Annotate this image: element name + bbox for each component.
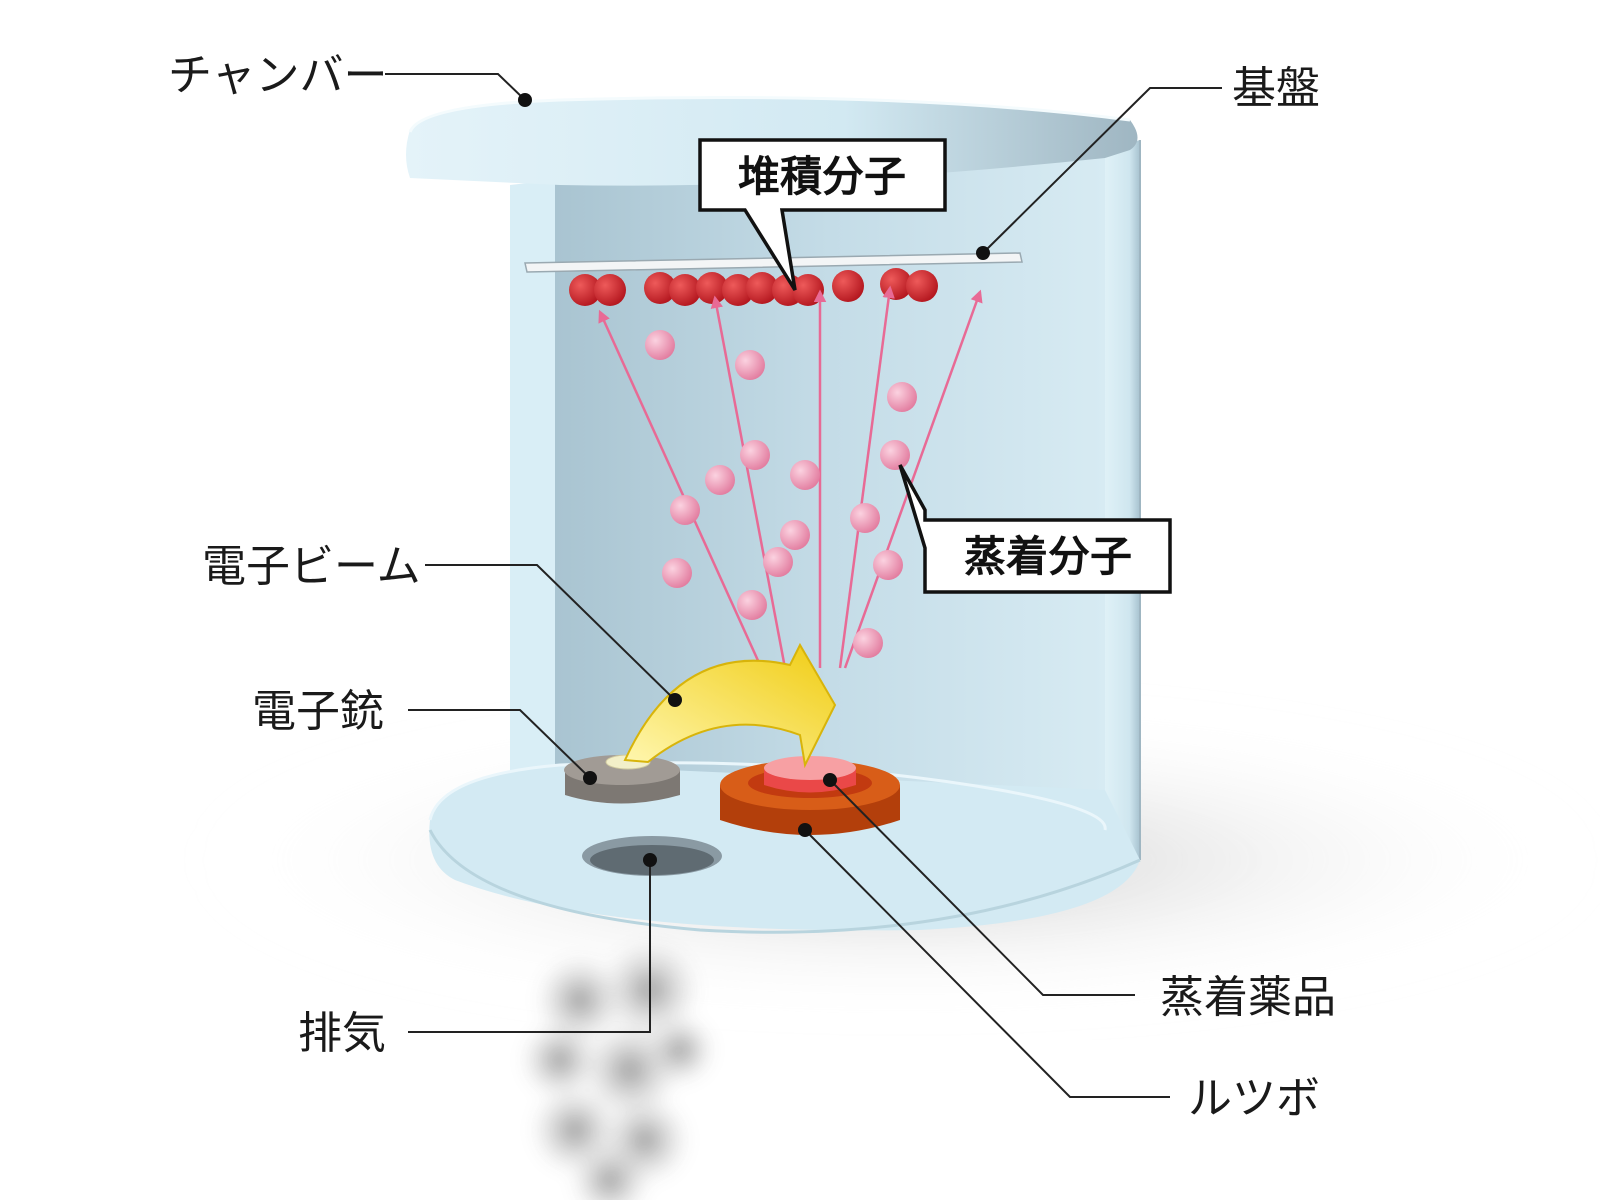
- chamber-label: チャンバー: [168, 50, 388, 101]
- exhaust-label: 排気: [298, 1008, 386, 1059]
- evaporation-material-label: 蒸着薬品: [1160, 972, 1336, 1023]
- crucible-label: ルツボ: [1188, 1073, 1320, 1124]
- leader-lines: [385, 73, 1222, 1098]
- evaporated-molecules: [645, 330, 917, 658]
- substrate-plate: [524, 252, 1023, 273]
- chamber-left-wall: [510, 180, 555, 790]
- chamber-floor: [429, 765, 1140, 931]
- evaporated-molecules-label: 蒸着分子: [964, 532, 1132, 581]
- electron-beam-label: 電子ビーム: [202, 541, 421, 592]
- evaporation-material: [764, 756, 856, 793]
- deposited-molecules-callout: 堆積分子: [698, 138, 947, 291]
- deposited-molecules-label: 堆積分子: [738, 152, 906, 201]
- chamber-right-wall: [1105, 140, 1140, 885]
- electron-gun: [564, 754, 680, 804]
- evaporated-molecules-callout: 蒸着分子: [898, 464, 1172, 594]
- leader-dots: [518, 93, 990, 867]
- trajectory-arrows: [598, 285, 983, 669]
- substrate-label: 基盤: [1232, 63, 1320, 114]
- deposited-molecules: [569, 268, 938, 306]
- electron-gun-label: 電子銃: [252, 686, 384, 737]
